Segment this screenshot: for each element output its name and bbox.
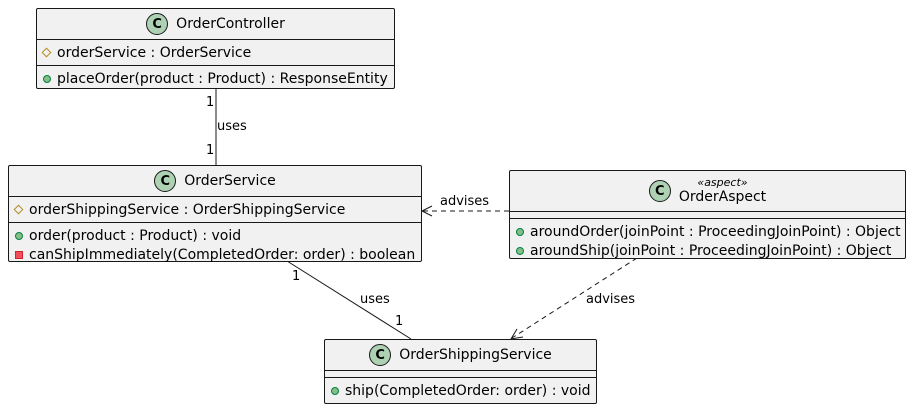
arrowhead-aspect-service	[420, 205, 433, 217]
class-order-aspect[interactable]: C «aspect» OrderAspect aroundOrder(joinP…	[509, 170, 906, 259]
fields-section: orderService : OrderService	[37, 40, 394, 66]
stereotype-label: «aspect»	[697, 176, 748, 189]
fields-section: orderShippingService : OrderShippingServ…	[9, 197, 421, 223]
multiplicity-label: 1	[206, 95, 215, 110]
class-name: OrderController	[176, 16, 285, 32]
relation-label: advises	[440, 194, 490, 209]
class-name: OrderAspect	[678, 189, 767, 205]
method-text: canShipImmediately(CompletedOrder: order…	[29, 246, 416, 263]
class-c-icon: C	[648, 180, 671, 202]
method-row: order(product : Product) : void	[9, 226, 421, 245]
methods-section: ship(CompletedOrder: order) : void	[325, 378, 596, 403]
field-row: orderShippingService : OrderShippingServ…	[9, 200, 421, 219]
field-text: orderShippingService : OrderShippingServ…	[29, 201, 346, 218]
public-visibility-icon	[516, 227, 524, 236]
field-row: orderService : OrderService	[37, 43, 394, 62]
edge-service-shipping	[286, 260, 412, 340]
class-order-shipping-service[interactable]: C OrderShippingService ship(CompletedOrd…	[324, 339, 597, 404]
method-row: ship(CompletedOrder: order) : void	[325, 381, 596, 400]
class-name: OrderService	[184, 173, 276, 189]
fields-section	[325, 371, 596, 378]
class-header: C OrderService	[9, 166, 421, 197]
method-row: aroundShip(joinPoint : ProceedingJoinPoi…	[510, 241, 905, 260]
class-header: C «aspect» OrderAspect	[510, 171, 905, 212]
class-order-service[interactable]: C OrderService orderShippingService : Or…	[8, 165, 422, 263]
method-text: aroundOrder(joinPoint : ProceedingJoinPo…	[530, 223, 901, 240]
protected-visibility-icon	[41, 47, 52, 58]
methods-section: aroundOrder(joinPoint : ProceedingJoinPo…	[510, 219, 905, 263]
fields-section	[510, 212, 905, 219]
method-text: placeOrder(product : Product) : Response…	[57, 70, 388, 87]
class-header: C OrderShippingService	[325, 340, 596, 371]
method-row: canShipImmediately(CompletedOrder: order…	[9, 245, 421, 264]
class-head-text: «aspect» OrderAspect	[678, 176, 767, 206]
public-visibility-icon	[516, 246, 524, 255]
method-text: aroundShip(joinPoint : ProceedingJoinPoi…	[530, 242, 892, 259]
methods-section: order(product : Product) : void canShipI…	[9, 223, 421, 267]
method-row: aroundOrder(joinPoint : ProceedingJoinPo…	[510, 222, 905, 241]
relation-label: uses	[360, 292, 390, 307]
class-header: C OrderController	[37, 9, 394, 40]
field-text: orderService : OrderService	[57, 44, 252, 61]
multiplicity-label: 1	[395, 314, 404, 329]
class-c-icon: C	[369, 344, 392, 366]
public-visibility-icon	[43, 74, 51, 83]
class-c-icon: C	[154, 170, 177, 192]
private-visibility-icon	[15, 250, 23, 259]
public-visibility-icon	[15, 231, 23, 240]
protected-visibility-icon	[13, 204, 24, 215]
class-c-icon: C	[146, 13, 169, 35]
multiplicity-label: 1	[292, 269, 301, 284]
methods-section: placeOrder(product : Product) : Response…	[37, 66, 394, 91]
edge-aspect-shipping	[511, 257, 638, 339]
class-order-controller[interactable]: C OrderController orderService : OrderSe…	[36, 8, 395, 89]
relation-label: advises	[586, 292, 636, 307]
method-row: placeOrder(product : Product) : Response…	[37, 69, 394, 88]
class-name: OrderShippingService	[399, 347, 552, 363]
method-text: order(product : Product) : void	[29, 227, 242, 244]
multiplicity-label: 1	[206, 143, 215, 158]
method-text: ship(CompletedOrder: order) : void	[345, 382, 591, 399]
public-visibility-icon	[331, 386, 339, 395]
relation-label: uses	[217, 119, 247, 134]
